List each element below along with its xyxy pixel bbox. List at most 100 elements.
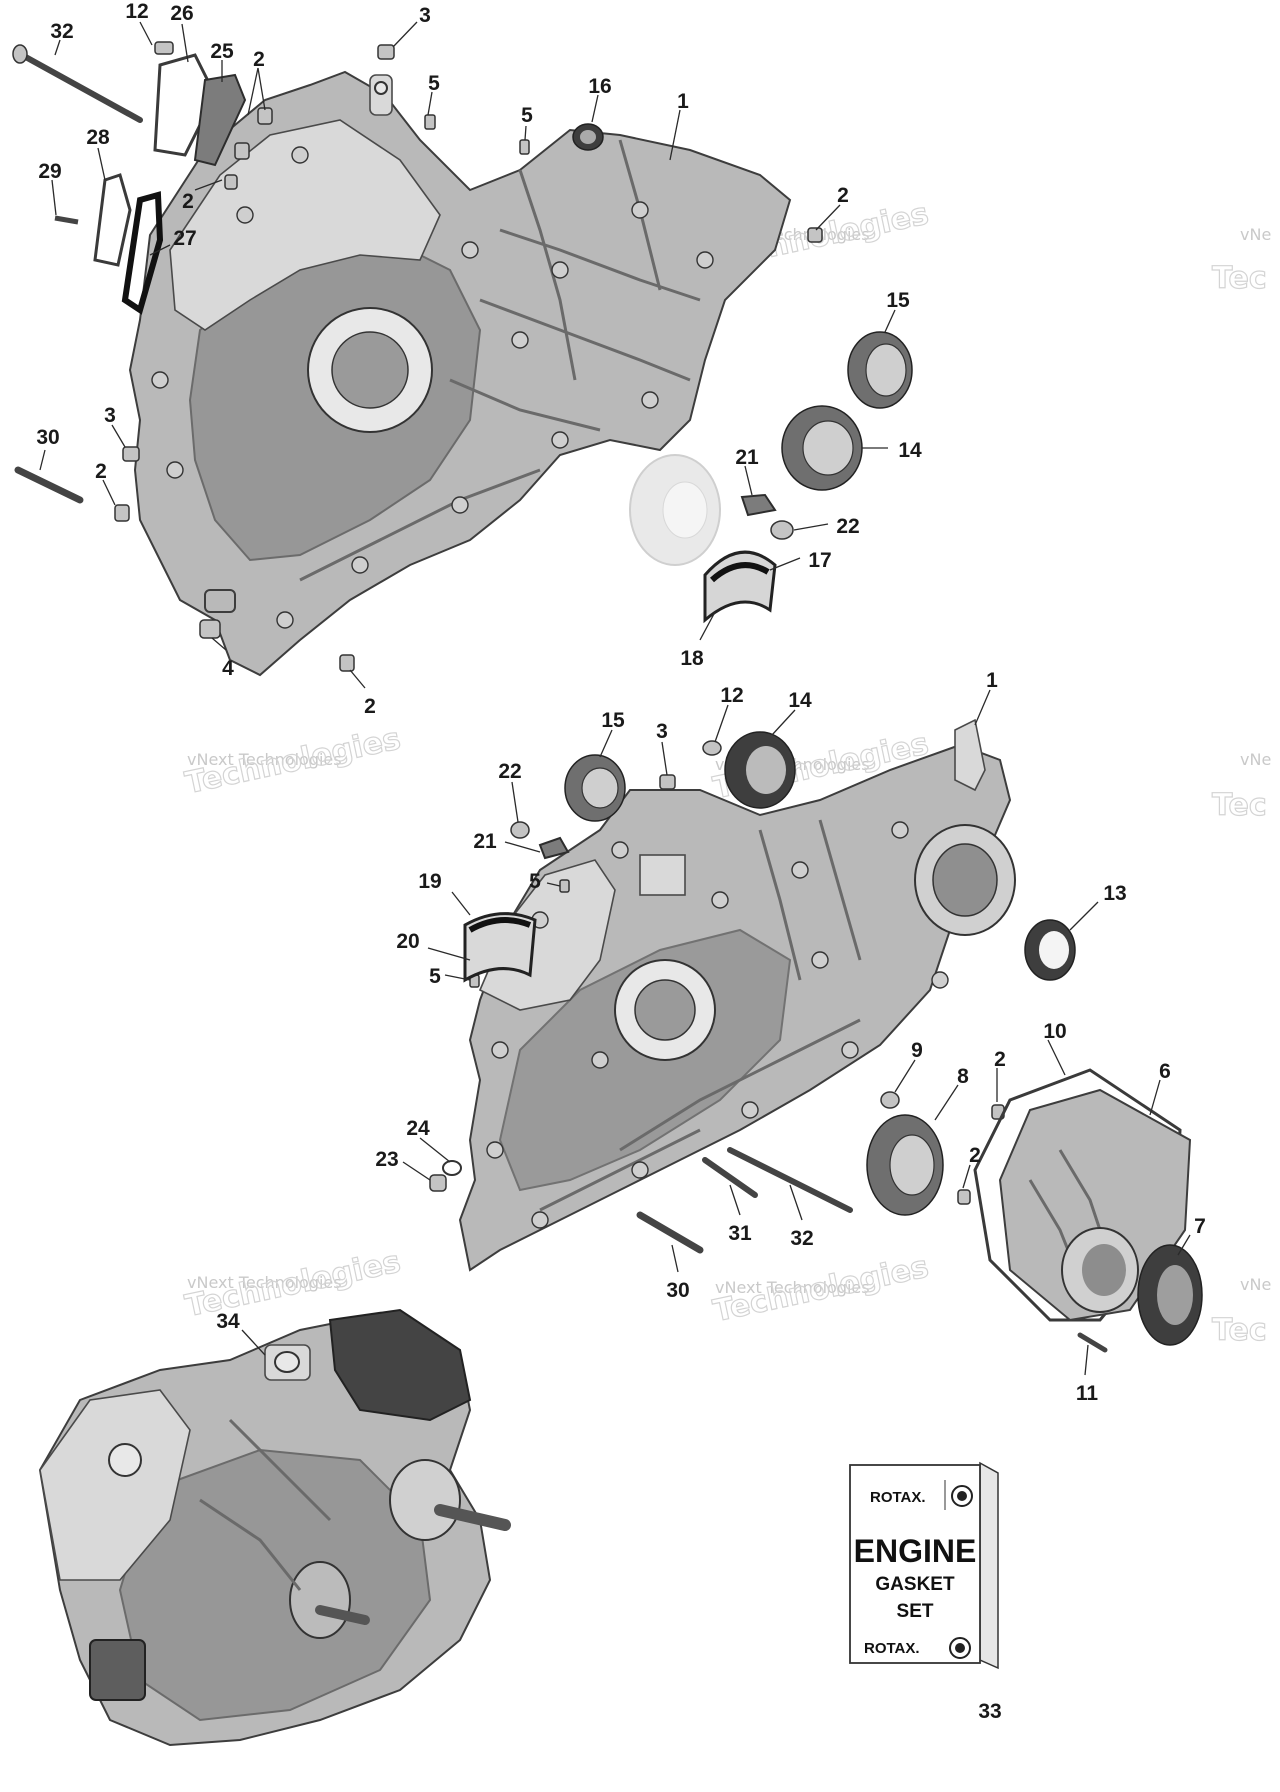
callout-1: 32 [50,20,73,43]
crankcase-top-rib-1 [499,228,701,302]
callout-25: 18 [680,647,704,670]
plug-23 [429,1174,447,1192]
top-loose-parts [12,41,913,672]
bolt-12-top [154,41,174,55]
pin-5-a [424,114,436,130]
callout-9: 16 [588,75,611,98]
watermark-edge-1: vNe [1240,225,1271,244]
nut-3-mid [659,774,676,790]
callout-labels: 32 12 26 25 2 3 5 5 16 1 28 29 2 27 2 15… [36,0,1206,1723]
callout-3: 26 [170,2,193,25]
callout-10: 1 [677,90,689,113]
watermark-6: vNext Technologies Technologies [710,1249,932,1330]
callout-19: 2 [95,460,107,483]
crankcase-top-rib-3 [449,378,601,432]
dowel-2-c [224,174,238,190]
callout-39: 10 [1043,1020,1066,1043]
callout-33: 21 [473,830,497,853]
engine-output-housing [389,1459,461,1541]
brp-logo-icon [949,1637,971,1659]
callout-17: 30 [36,426,59,449]
card-brand-bottom: ROTAX. [864,1640,920,1657]
watermark-edge-4: Tec [1212,788,1267,823]
engine-oil-filter [89,1639,146,1701]
callout-48: 32 [790,1227,813,1250]
nut-3-left [122,446,140,462]
callout-47: 31 [728,1222,752,1245]
callout-22: 22 [836,515,859,538]
callout-6: 3 [419,4,431,27]
callout-52: 34 [216,1310,240,1333]
callout-2: 12 [125,0,148,23]
callout-31: 3 [656,720,668,743]
watermark-edge-2: Tec [1212,261,1267,296]
nut-3-top [377,44,395,60]
valve-cover-left [39,1389,191,1581]
card-word-gasket: GASKET [875,1574,955,1595]
oring-24 [442,1160,462,1176]
callout-30: 15 [601,709,625,732]
assembled-engine [38,1308,511,1747]
cover-6 [998,1088,1192,1322]
callout-18: 3 [104,404,116,427]
crankcase-top-bosses [151,146,714,629]
screw-22-top [770,520,794,540]
valve-cover-cap [108,1443,142,1477]
callout-5: 2 [253,48,265,71]
callout-27: 1 [986,669,998,692]
bolt-32-top [19,52,143,123]
callout-16: 15 [886,289,910,312]
brp-logo-icon [951,1485,973,1507]
gasket-set-card: ROTAX. ENGINE GASKET SET ROTAX. [849,1461,999,1670]
engine-rear-housing [289,1561,351,1639]
card-word-set: SET [897,1601,934,1622]
callout-15: 2 [837,184,849,207]
callout-42: 2 [994,1048,1006,1071]
crankcase-mid-rib-2 [539,1128,701,1212]
callout-40: 9 [911,1039,923,1062]
pin-5-mid-a [559,879,570,893]
callout-28: 12 [720,684,743,707]
callout-34: 5 [529,870,541,893]
gasket-28 [93,173,132,267]
callout-38: 5 [429,965,441,988]
svg-text:vNext Technologies: vNext Technologies [187,1273,342,1292]
callout-11: 28 [86,126,110,149]
svg-text:Technologies: Technologies [710,1250,931,1330]
crankcase-half-middle [458,718,1016,1272]
svg-text:vNext Technologies: vNext Technologies [187,750,342,769]
dowel-2-right [807,227,823,243]
screw-22-mid [510,821,530,839]
bolt-11 [1077,1332,1108,1353]
ring-19 [463,912,537,983]
callout-45: 23 [375,1148,398,1171]
crankcase-top-bore-inner [331,331,409,409]
crankcase-top-rib-5 [518,169,577,381]
dowel-2-bottom [339,654,355,672]
dowel-2-b [234,142,250,160]
crankcase-top-rib-4 [299,468,541,582]
crankcase-mid-gasket-face [478,859,616,1011]
screw-9 [880,1091,900,1109]
callout-41: 8 [957,1065,969,1088]
crankcase-mid-shadow [498,928,792,1192]
clip-21-mid [538,836,570,860]
svg-text:vNext Technologies: vNext Technologies [715,1278,870,1297]
callout-24: 4 [222,657,234,680]
engine-output-shaft [434,1504,511,1531]
crankcase-mid-rib-3 [758,829,802,981]
callout-26: 2 [364,695,376,718]
valve-cover-right [328,1308,472,1422]
callout-21: 14 [898,439,922,462]
bolt-31 [702,1157,758,1198]
card-fold [979,1461,999,1670]
clip-21-top [740,493,777,517]
plate-25 [193,73,247,167]
bolt-30-mid [636,1211,704,1254]
callout-51: 11 [1076,1382,1099,1405]
dowel-2-a [257,107,273,125]
callout-37: 20 [396,930,419,953]
callout-13: 2 [182,190,194,213]
watermark-edge-5: vNe [1240,1275,1271,1294]
callout-35: 19 [418,870,441,893]
